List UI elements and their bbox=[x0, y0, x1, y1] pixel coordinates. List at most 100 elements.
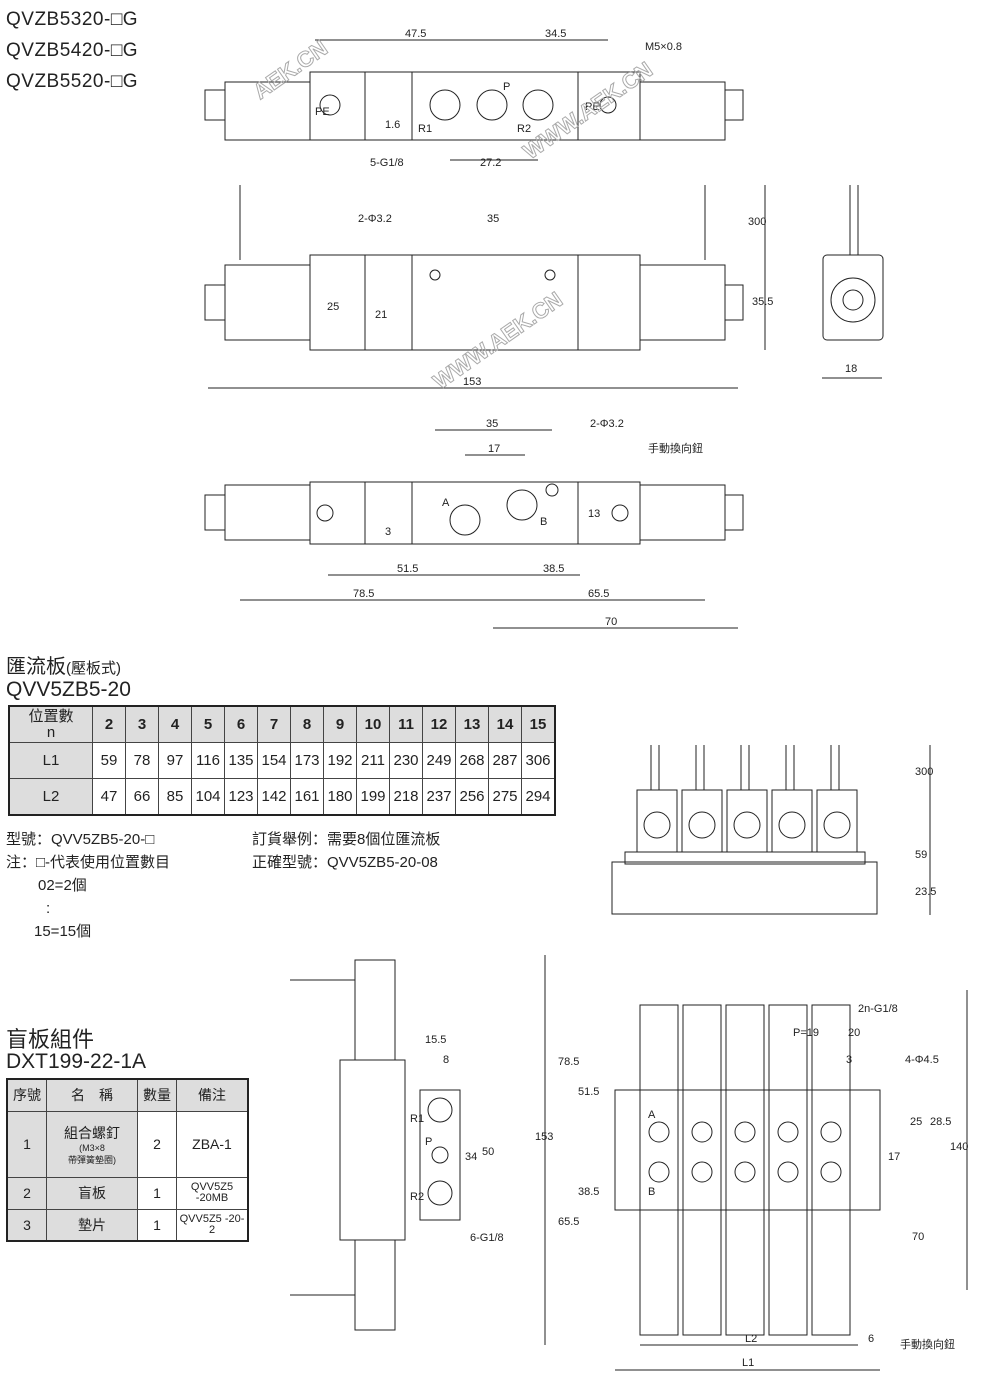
dim-label: 47.5 bbox=[405, 28, 426, 40]
table-cell: 85 bbox=[158, 778, 192, 816]
dim-label: 38.5 bbox=[543, 563, 564, 575]
dim-label: 2-Φ3.2 bbox=[358, 213, 392, 225]
dim-label: 153 bbox=[535, 1131, 553, 1143]
row-label: L1 bbox=[8, 742, 93, 779]
table-cell: 180 bbox=[323, 778, 357, 816]
dim-label: 300 bbox=[748, 216, 766, 228]
port-label: A bbox=[648, 1109, 656, 1121]
dim-label: 4-Φ4.5 bbox=[905, 1054, 939, 1066]
table-cell: 97 bbox=[158, 742, 192, 779]
valve-station bbox=[682, 1004, 722, 1336]
header-cell: 序號 bbox=[6, 1078, 47, 1112]
table-cell: 15 bbox=[521, 705, 556, 743]
cell: ZBA-1 bbox=[176, 1110, 249, 1178]
dim-label: 140 bbox=[950, 1141, 968, 1153]
model-list: QVZB5320-□G QVZB5420-□G QVZB5520-□G bbox=[6, 4, 138, 97]
table-cell: 13 bbox=[455, 705, 489, 743]
dim-label: 手動換向鈕 bbox=[900, 1337, 955, 1351]
table-cell: 14 bbox=[488, 705, 522, 743]
port-label: P bbox=[503, 81, 510, 93]
table-cell: 11 bbox=[389, 705, 423, 743]
dim-label: 手動換向鈕 bbox=[648, 441, 703, 455]
port-label: R2 bbox=[517, 123, 531, 135]
valve-station bbox=[811, 1004, 851, 1336]
dim-label: 65.5 bbox=[588, 588, 609, 600]
table-cell: 237 bbox=[422, 778, 456, 816]
dim-label: 17 bbox=[488, 443, 500, 455]
dim-label: 18 bbox=[845, 363, 857, 375]
dim-label: 65.5 bbox=[558, 1216, 579, 1228]
dim-label: 35.5 bbox=[752, 296, 773, 308]
blank-plate-drawing: 15.5 8 R1 P R2 34 50 6-G1/8 bbox=[290, 959, 504, 1331]
dim-label: L2 bbox=[745, 1333, 757, 1345]
note-line: 訂貨舉例：需要8個位匯流板 bbox=[252, 831, 441, 848]
dim-label: 50 bbox=[482, 1146, 494, 1158]
table-cell: 2 bbox=[92, 705, 126, 743]
dim-label: 70 bbox=[912, 1231, 924, 1243]
dim-label: 300 bbox=[915, 766, 933, 778]
solenoid-coil bbox=[636, 789, 678, 853]
table-cell: 9 bbox=[323, 705, 357, 743]
dim-label: 38.5 bbox=[578, 1186, 599, 1198]
table-cell: 135 bbox=[224, 742, 258, 779]
title-note: (壓板式) bbox=[66, 660, 121, 677]
table-cell: 287 bbox=[488, 742, 522, 779]
valve-bottom-view: 35 2-Φ3.2 17 手動換向鈕 3 13 51.5 38.5 78.5 6… bbox=[204, 418, 744, 629]
dim-label: 6-G1/8 bbox=[470, 1232, 504, 1244]
port-label: B bbox=[540, 516, 547, 528]
port-label: A bbox=[442, 497, 450, 509]
cell: QVV5Z5 -20MB bbox=[176, 1176, 249, 1210]
table-cell: 173 bbox=[290, 742, 324, 779]
table-cell: 256 bbox=[455, 778, 489, 816]
port-label: P bbox=[425, 1136, 432, 1148]
dim-label: 27.2 bbox=[480, 157, 501, 169]
header-text: 位置數 bbox=[28, 707, 74, 725]
blank-plate-model: DXT199-22-1A bbox=[6, 1050, 147, 1073]
port-label: PE bbox=[315, 106, 330, 118]
table-cell: 199 bbox=[356, 778, 390, 816]
table-cell: 306 bbox=[521, 742, 556, 779]
valve-front-view: 2-Φ3.2 35 300 25 21 35.5 153 bbox=[204, 185, 773, 389]
solenoid-coil bbox=[681, 789, 723, 853]
table-cell: 104 bbox=[191, 778, 225, 816]
dim-label: 153 bbox=[463, 376, 481, 388]
port-label: PE bbox=[585, 101, 600, 113]
cell: 1 bbox=[137, 1208, 177, 1242]
port-b bbox=[691, 1161, 713, 1183]
port-label: B bbox=[648, 1186, 655, 1198]
dim-label: 3 bbox=[846, 1054, 852, 1066]
row-label: L2 bbox=[8, 778, 93, 816]
valve-top-view: 47.5 34.5 M5×0.8 1.6 5-G1/8 27.2 PE R1 P… bbox=[204, 28, 744, 169]
coil-nut-icon bbox=[688, 811, 716, 839]
port-b bbox=[734, 1161, 756, 1183]
manifold-notes: 型號：QVV5ZB5-20-□ 注：□-代表使用位置數目 02=2個 : 15=… bbox=[6, 828, 170, 943]
table-cell: 3 bbox=[125, 705, 159, 743]
table-cell: 154 bbox=[257, 742, 291, 779]
table-cell: 249 bbox=[422, 742, 456, 779]
dim-label: 28.5 bbox=[930, 1116, 951, 1128]
dim-label: 23.5 bbox=[915, 886, 936, 898]
dim-label: 15.5 bbox=[425, 1034, 446, 1046]
dim-label: P=19 bbox=[793, 1027, 819, 1039]
coil-nut-icon bbox=[823, 811, 851, 839]
solenoid-coil bbox=[816, 789, 858, 853]
dim-label: 34 bbox=[465, 1151, 477, 1163]
table-cell: 47 bbox=[92, 778, 126, 816]
table-cell: 7 bbox=[257, 705, 291, 743]
cell: QVV5Z5 -20-2 bbox=[176, 1208, 249, 1242]
dim-label: 21 bbox=[375, 309, 387, 321]
coil-nut-icon bbox=[643, 811, 671, 839]
cell: 3 bbox=[6, 1208, 47, 1242]
solenoid-coil bbox=[771, 789, 813, 853]
cell: 2 bbox=[6, 1176, 47, 1210]
watermark: WWW.AEK.CN bbox=[429, 287, 567, 394]
header-cell: 備注 bbox=[176, 1078, 249, 1112]
port-a bbox=[648, 1121, 670, 1143]
table-cell: 294 bbox=[521, 778, 556, 816]
blank-plate-title: 盲板組件 bbox=[6, 1027, 95, 1052]
dim-label: 51.5 bbox=[578, 1086, 599, 1098]
dim-label: L1 bbox=[742, 1357, 754, 1369]
